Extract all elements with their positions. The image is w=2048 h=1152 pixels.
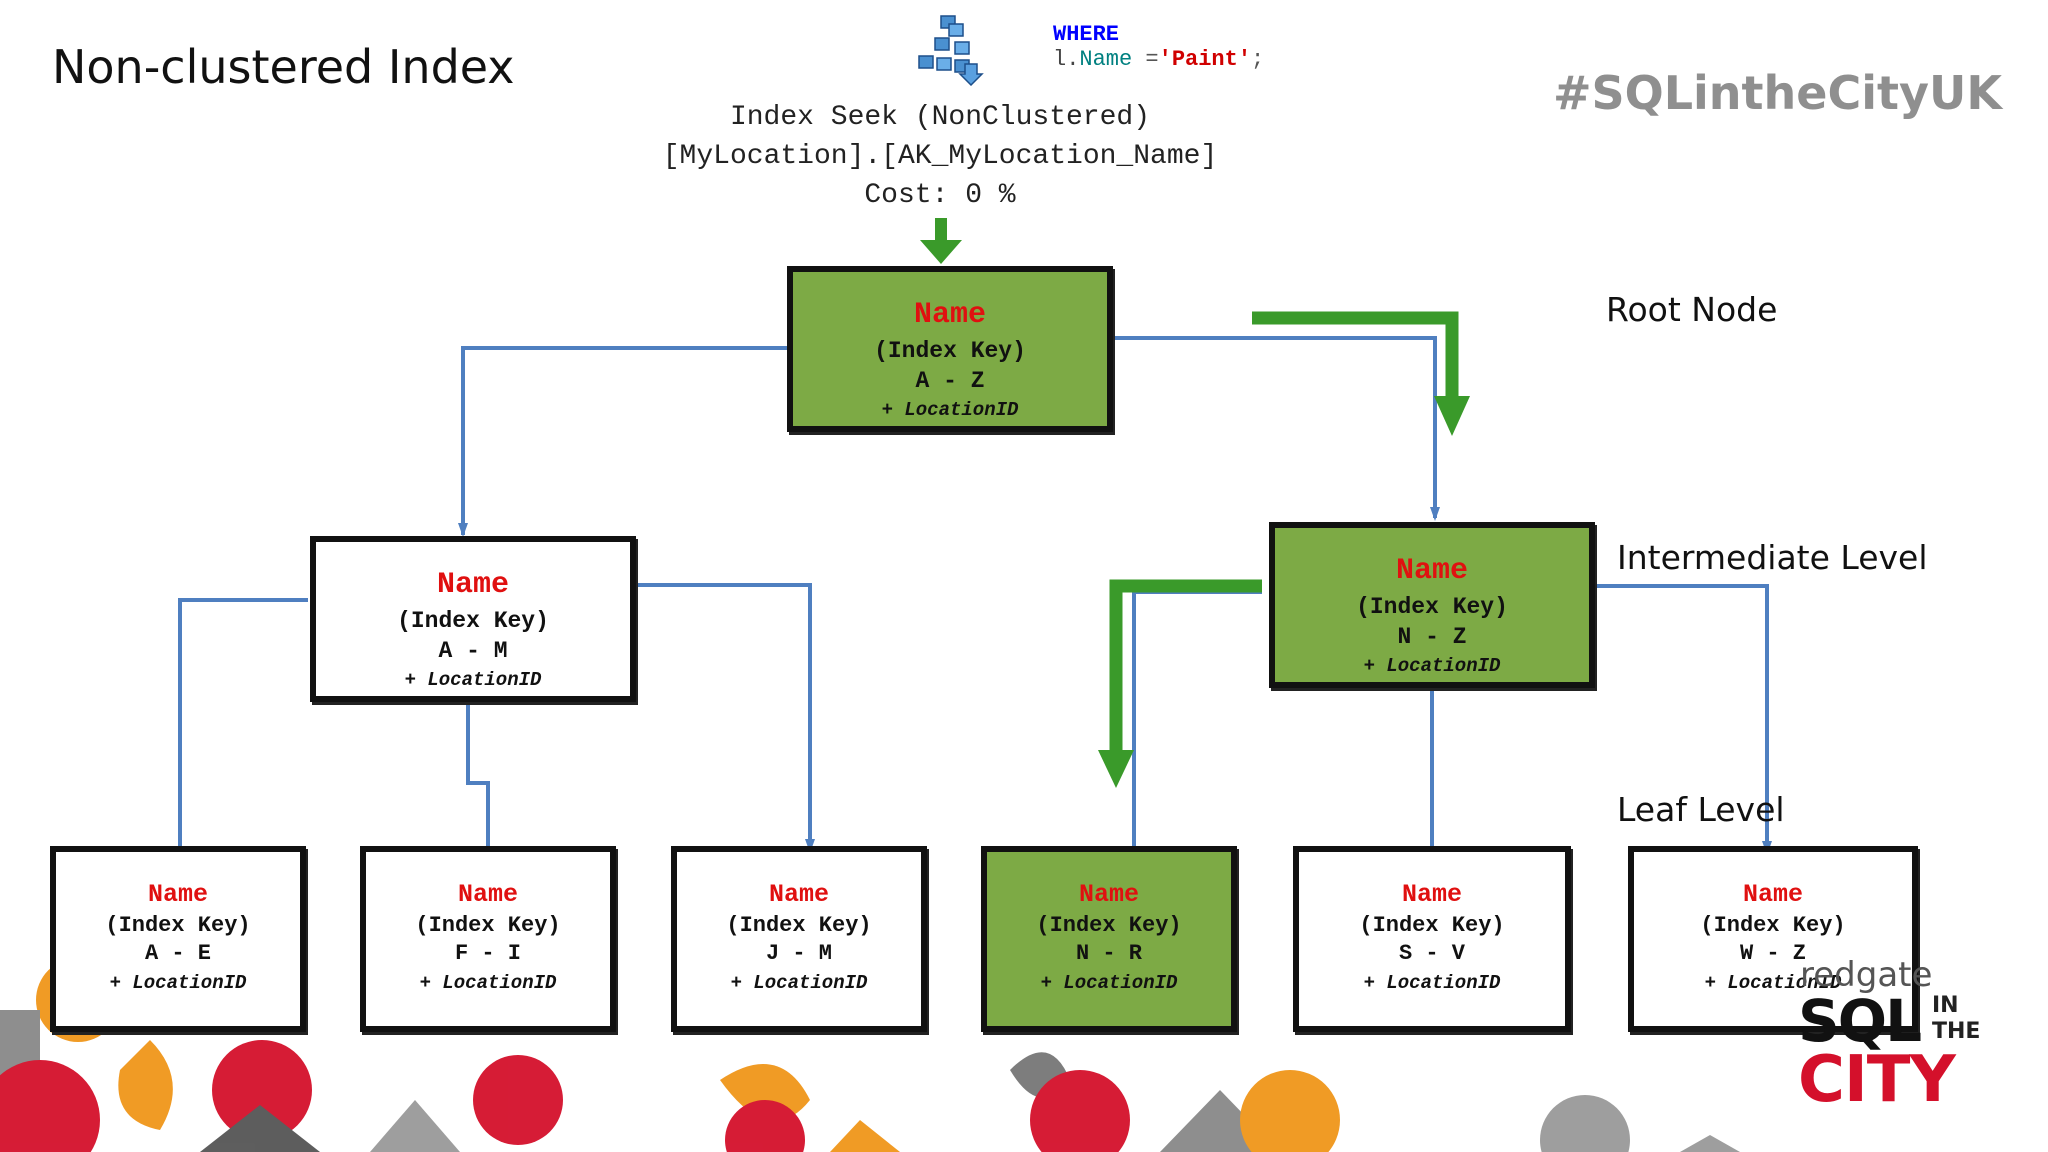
node-index-key: (Index Key) xyxy=(1356,594,1508,620)
node-included-column: + LocationID xyxy=(419,972,557,994)
slide-title: Non-clustered Index xyxy=(52,40,515,94)
logo-in: IN xyxy=(1932,993,1959,1018)
decor-red-drop xyxy=(212,1040,312,1140)
decor-orange-drop xyxy=(1240,1070,1340,1152)
leaf-node-f-i: Name (Index Key) F - I + LocationID xyxy=(360,846,616,1032)
node-key-range: A - M xyxy=(438,638,508,664)
event-hashtag: #SQLintheCityUK xyxy=(1552,66,2002,120)
node-name: Name xyxy=(1078,880,1139,909)
node-included-column: + LocationID xyxy=(730,972,868,994)
node-name: Name xyxy=(913,298,986,332)
decor-red-drop xyxy=(1030,1070,1130,1152)
decor-gray-shape xyxy=(370,1100,460,1152)
node-index-key: (Index Key) xyxy=(415,913,561,938)
root-node: Name (Index Key) A - Z + LocationID xyxy=(787,266,1113,432)
node-index-key: (Index Key) xyxy=(1036,913,1182,938)
node-key-range: W - Z xyxy=(1739,941,1806,966)
leaf-node-w-z: Name (Index Key) W - Z + LocationID xyxy=(1628,846,1918,1032)
node-included-column: + LocationID xyxy=(881,399,1019,421)
node-index-key: (Index Key) xyxy=(1700,913,1846,938)
leaf-node-s-v: Name (Index Key) S - V + LocationID xyxy=(1293,846,1571,1032)
node-key-range: F - I xyxy=(454,941,521,966)
am-to-jm-pointer xyxy=(633,583,812,850)
root-to-nz-pointer xyxy=(1115,336,1437,518)
seek-entry-arrow xyxy=(920,240,962,264)
decor-orange-drop xyxy=(720,1064,810,1121)
redgate-wordmark: redgate xyxy=(1800,955,1933,995)
node-included-column: + LocationID xyxy=(1363,972,1501,994)
seek-path-arrows xyxy=(920,218,1470,788)
root-to-am-pointer xyxy=(461,346,787,535)
decor-orange-drop xyxy=(830,1120,900,1152)
sql-predicate: l.Name ='Paint'; xyxy=(1053,47,1265,72)
node-key-range: N - R xyxy=(1075,941,1142,966)
node-key-range: A - Z xyxy=(915,368,985,394)
sql-keyword-where: WHERE xyxy=(1053,22,1120,47)
node-name: Name xyxy=(436,568,509,602)
node-index-key: (Index Key) xyxy=(874,338,1026,364)
intermediate-level-label: Intermediate Level xyxy=(1617,538,1928,577)
operator-cost: Cost: 0 % xyxy=(864,180,1016,211)
seek-intermediate-to-leaf-arrow xyxy=(1109,579,1262,752)
node-name: Name xyxy=(1395,554,1468,588)
node-index-key: (Index Key) xyxy=(726,913,872,938)
decor-red-drop xyxy=(473,1055,563,1145)
leaf-node-n-r: Name (Index Key) N - R + LocationID xyxy=(981,846,1237,1032)
seek-root-to-intermediate-arrow xyxy=(1252,311,1459,398)
decor-red-drop xyxy=(0,1060,100,1152)
node-index-key: (Index Key) xyxy=(105,913,251,938)
node-key-range: A - E xyxy=(144,941,211,966)
leaf-node-a-e: Name (Index Key) A - E + LocationID xyxy=(50,846,306,1032)
node-key-range: N - Z xyxy=(1397,624,1467,650)
decor-gray-shape xyxy=(1540,1095,1630,1152)
node-included-column: + LocationID xyxy=(1704,972,1842,994)
intermediate-node-a-m: Name (Index Key) A - M + LocationID xyxy=(310,536,636,702)
node-index-key: (Index Key) xyxy=(397,608,549,634)
logo-city: CITY xyxy=(1798,1043,1956,1117)
am-to-fi-pointer xyxy=(466,705,490,862)
sql-where-clause: WHERE l.Name ='Paint'; xyxy=(1053,22,1264,72)
node-included-column: + LocationID xyxy=(109,972,247,994)
node-included-column: + LocationID xyxy=(404,669,542,691)
node-name: Name xyxy=(457,880,518,909)
am-to-ae-pointer xyxy=(178,598,308,864)
decor-red-drop xyxy=(725,1100,805,1152)
operator-object: [MyLocation].[AK_MyLocation_Name] xyxy=(662,141,1218,172)
node-included-column: + LocationID xyxy=(1040,972,1178,994)
operator-name: Index Seek (NonClustered) xyxy=(729,102,1151,133)
sql-in-the-city-logo: redgate SQL IN THE CITY xyxy=(1790,955,2020,1117)
node-name: Name xyxy=(1401,880,1462,909)
node-key-range: J - M xyxy=(765,941,832,966)
index-seek-icon xyxy=(918,15,984,86)
nz-to-nr-pointer xyxy=(1132,590,1262,868)
leaf-level-label: Leaf Level xyxy=(1617,790,1785,829)
logo-sql: SQL xyxy=(1798,987,1922,1055)
node-name: Name xyxy=(768,880,829,909)
logo-the: THE xyxy=(1932,1019,1981,1044)
decor-gray-shape xyxy=(200,1105,320,1152)
index-seek-operator: Index Seek (NonClustered) [MyLocation].[… xyxy=(560,98,1320,215)
leaf-node-j-m: Name (Index Key) J - M + LocationID xyxy=(671,846,927,1032)
root-level-label: Root Node xyxy=(1606,290,1778,329)
node-name: Name xyxy=(147,880,208,909)
node-name: Name xyxy=(1742,880,1803,909)
intermediate-node-n-z: Name (Index Key) N - Z + LocationID xyxy=(1269,522,1595,688)
node-included-column: + LocationID xyxy=(1363,655,1501,677)
node-key-range: S - V xyxy=(1398,941,1465,966)
decor-gray-shape xyxy=(1680,1135,1740,1152)
decor-orange-drop xyxy=(118,1040,173,1130)
node-index-key: (Index Key) xyxy=(1359,913,1505,938)
nz-to-wz-pointer xyxy=(1594,584,1769,852)
